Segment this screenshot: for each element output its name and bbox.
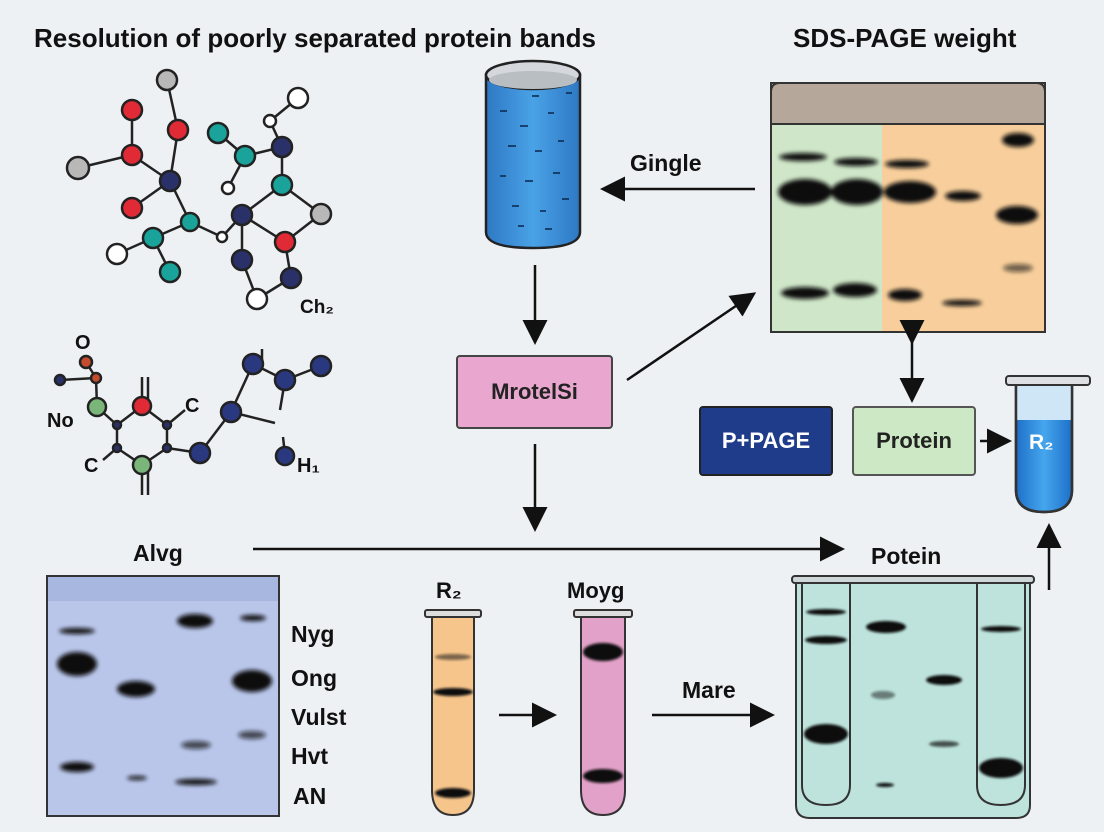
label-r2-blue-tube: R₂ — [1029, 431, 1054, 454]
blue-cylinder-tube — [484, 59, 582, 250]
ppage-box: P+PAGE — [699, 406, 833, 476]
label-c-right: C — [185, 395, 200, 417]
label-mare: Mare — [682, 677, 736, 703]
top-right-gel — [770, 82, 1046, 333]
label-moyg: Moyg — [567, 578, 625, 603]
label-potein: Potein — [871, 543, 942, 569]
electrophoresis-tank — [791, 575, 1035, 819]
flow-arrows — [253, 176, 1062, 728]
bottom-left-gel — [46, 575, 280, 817]
label-r2-orange-tube: R₂ — [436, 578, 462, 603]
label-no: No — [47, 410, 74, 432]
label-c-left: C — [84, 455, 99, 477]
label-o: O — [75, 332, 91, 354]
gel-label-3: Vulst — [291, 704, 347, 730]
label-ch2: Ch₂ — [300, 297, 334, 318]
gel-label-5: AN — [293, 783, 327, 809]
label-alvg: Alvg — [133, 540, 183, 566]
pink-test-tube — [573, 609, 633, 817]
gel-label-2: Ong — [291, 665, 337, 691]
mrotelsi-box: MrotelSi — [456, 355, 613, 429]
title-right: SDS-PAGE weight — [793, 23, 1017, 53]
gel-label-1: Nyg — [291, 621, 335, 647]
molecule-1-atoms — [65, 68, 333, 311]
gel-label-4: Hvt — [291, 743, 329, 769]
molecule-2-atoms — [53, 352, 333, 476]
label-h1: H₁ — [297, 455, 320, 477]
orange-test-tube — [424, 609, 482, 817]
blue-test-tube — [1005, 375, 1091, 514]
title-left: Resolution of poorly separated protein b… — [34, 23, 596, 53]
protein-box: Protein — [852, 406, 976, 476]
label-gingle: Gingle — [630, 150, 702, 176]
